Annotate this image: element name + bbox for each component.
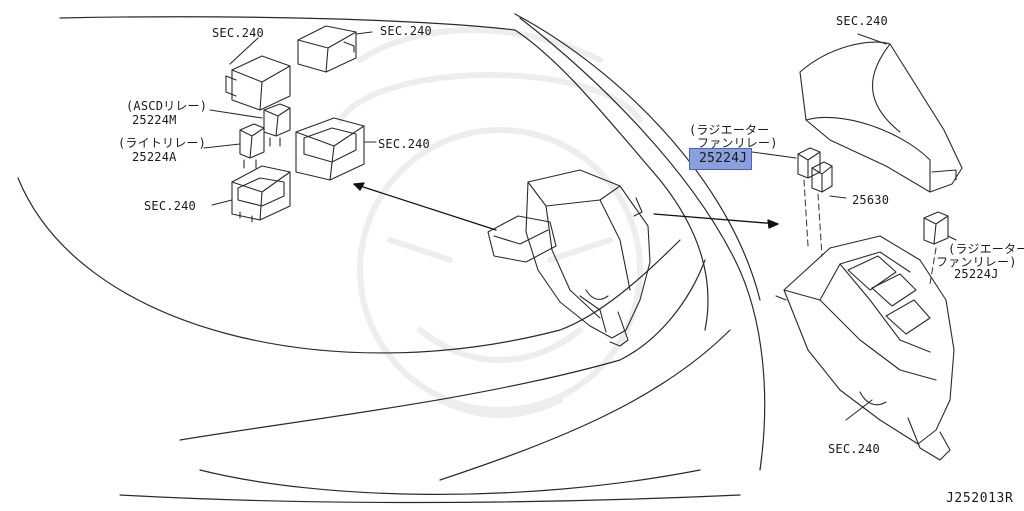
label-sec-top-mid: SEC.240 — [380, 24, 432, 38]
highlighted-part-box — [689, 148, 752, 170]
relay-cover-top-left — [225, 37, 291, 111]
label-sec-top-right: SEC.240 — [836, 14, 888, 28]
dashed-guide-lines — [803, 179, 937, 285]
fuse-box-cover-top-right — [799, 33, 963, 193]
label-sec-mid-right: SEC.240 — [378, 137, 430, 151]
light-relay — [203, 123, 265, 169]
label-ascd-relay: (ASCDリレー) — [126, 99, 208, 113]
label-radiator-fan-relay-line2: ファンリレー) — [697, 136, 778, 150]
fuse-box-center — [487, 169, 651, 347]
label-light-relay: (ライトリレー) — [118, 136, 207, 150]
label-radiator-fan-relay-right-line1: (ラジエーター — [948, 242, 1024, 256]
label-radiator-fan-relay-right-line2: ファンリレー) — [936, 255, 1017, 269]
label-radiator-fan-relay-right-part: 25224J — [954, 267, 999, 281]
pointer-arrows — [353, 182, 779, 231]
diagram-id: J252013R — [946, 491, 1014, 506]
label-sec-left-bottom: SEC.240 — [144, 199, 196, 213]
label-radiator-fan-relay-line1: (ラジエーター — [689, 123, 770, 137]
label-light-relay-part: 25224A — [132, 150, 177, 164]
fuse-box-bottom-right — [775, 235, 955, 461]
label-sec-top-left: SEC.240 — [212, 26, 264, 40]
relay-box-left — [211, 165, 291, 223]
label-ascd-relay-part: 25224M — [132, 113, 177, 127]
label-radiator-fan-relay-part: 25224J — [699, 151, 748, 166]
radiator-fan-relay-right — [923, 211, 957, 245]
vehicle-body-outline — [17, 13, 766, 504]
radiator-fan-relay-top — [751, 147, 847, 199]
watermark-emblem — [337, 27, 643, 418]
ascd-relay — [209, 103, 291, 147]
relay-box-mid — [295, 117, 377, 181]
label-part-25630: 25630 — [852, 193, 890, 207]
label-sec-bottom-right: SEC.240 — [828, 442, 880, 456]
relay-cover-top-mid — [297, 25, 373, 73]
